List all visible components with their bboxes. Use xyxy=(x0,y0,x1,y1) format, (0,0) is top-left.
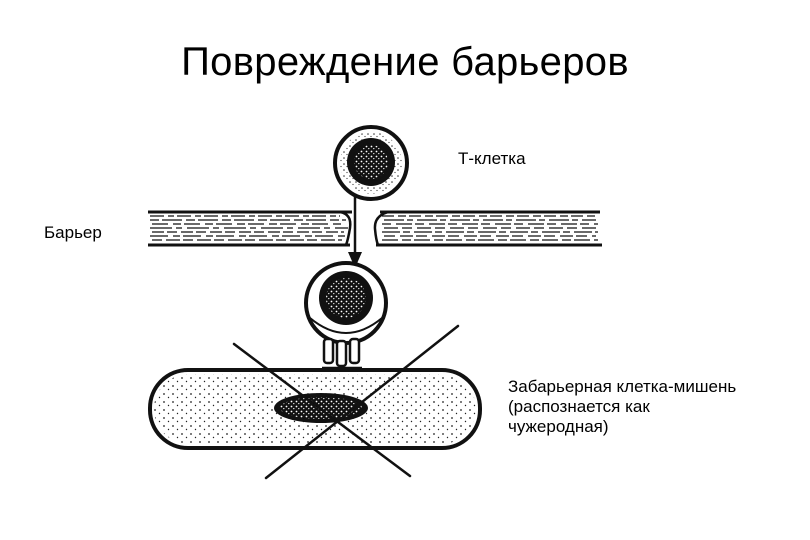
target-cell-label: Забарьерная клетка-мишень (распознается … xyxy=(508,377,788,437)
target-cell-label-line-3: чужеродная) xyxy=(508,417,609,436)
target-cell-label-line-1: Забарьерная клетка-мишень xyxy=(508,377,737,396)
target-cell-label-line-2: (распознается как xyxy=(508,397,650,416)
migration-arrow xyxy=(348,195,362,268)
barrier-label: Барьер xyxy=(44,223,102,242)
t-cell-lower xyxy=(304,261,388,345)
target-cell xyxy=(148,368,482,450)
cross-out-mark xyxy=(232,324,460,480)
t-cell-label: Т-клетка xyxy=(458,149,526,168)
receptor-contacts xyxy=(322,337,362,370)
barrier-right-segment xyxy=(373,210,602,247)
page-title: Повреждение барьеров xyxy=(181,40,629,84)
t-cell-upper xyxy=(333,125,409,201)
barrier-left-segment xyxy=(148,210,352,247)
